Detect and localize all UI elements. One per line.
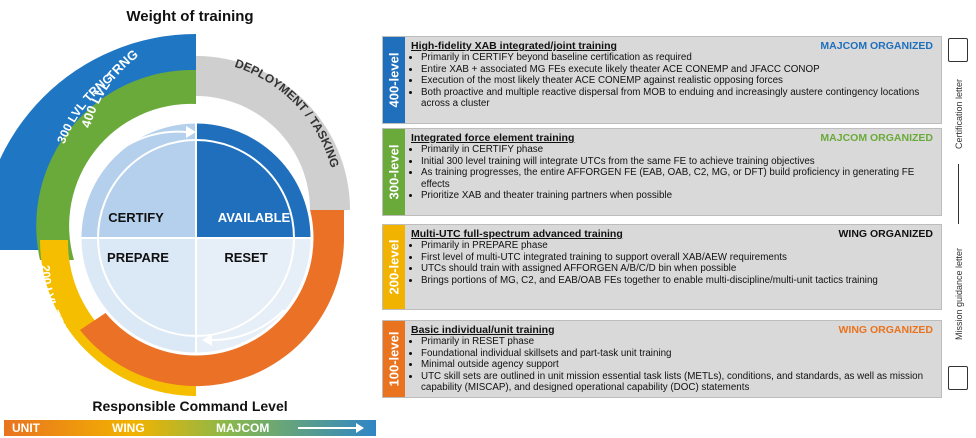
- level-title-200: Multi-UTC full-spectrum advanced trainin…: [411, 228, 623, 240]
- bullet: Primarily in RESET phase: [421, 336, 937, 348]
- bullet: Primarily in PREPARE phase: [421, 240, 937, 252]
- level-bullets-300: Primarily in CERTIFY phase Initial 300 l…: [405, 144, 937, 202]
- command-level-majcom: MAJCOM: [216, 421, 270, 435]
- weight-of-training-title: Weight of training: [126, 8, 254, 25]
- mission-guidance-letter-label: Mission guidance letter: [954, 247, 964, 341]
- bullet: Brings portions of MG, C2, and EAB/OAB F…: [421, 275, 937, 287]
- bullet: Foundational individual skillsets and pa…: [421, 348, 937, 360]
- command-level-bar: UNIT WING MAJCOM: [4, 420, 376, 436]
- certification-letter-label: Certification letter: [954, 78, 964, 150]
- level-side-200: 200-level: [383, 225, 405, 309]
- training-weight-diagram: Weight of training 400 LVL TRNG: [0, 0, 380, 438]
- bullet: UTC skill sets are outlined in unit miss…: [421, 371, 937, 394]
- level-side-400: 400-level: [383, 37, 405, 123]
- level-title-300: Integrated force element training: [411, 132, 575, 144]
- level-org-100: WING ORGANIZED: [838, 324, 934, 336]
- deployment-arc: [196, 56, 350, 210]
- cycle-arrow-top: [119, 130, 187, 151]
- level-bullets-200: Primarily in PREPARE phase First level o…: [405, 240, 937, 286]
- level-panel-300: 300-level Integrated force element train…: [382, 128, 942, 216]
- training-cycle-graphic: 400 LVL TRNG 300 LVL TRNG 200 LVL TRNG 1…: [0, 34, 350, 407]
- bullet: Entire XAB + associated MG FEs execute l…: [421, 64, 937, 76]
- quadrant-reset-label: RESET: [224, 250, 267, 265]
- level-side-100: 100-level: [383, 321, 405, 397]
- mission-guidance-document-icon: [948, 366, 968, 390]
- responsible-command-level-title: Responsible Command Level: [92, 398, 288, 414]
- level-panel-200: 200-level Multi-UTC full-spectrum advanc…: [382, 224, 942, 310]
- quadrant-available-label: AVAILABLE: [218, 210, 291, 225]
- letter-connector-line: [958, 164, 959, 224]
- quadrant-prepare-label: PREPARE: [107, 250, 169, 265]
- quadrant-available-bg: [196, 122, 312, 238]
- command-level-arrow-icon: [298, 423, 364, 433]
- bullet: Primarily in CERTIFY phase: [421, 144, 937, 156]
- bullet: Prioritize XAB and theater training part…: [421, 190, 937, 202]
- letters-column: Certification letter Mission guidance le…: [946, 34, 972, 396]
- command-level-unit: UNIT: [12, 421, 40, 435]
- level-bullets-100: Primarily in RESET phase Foundational in…: [405, 336, 937, 394]
- command-level-wing: WING: [112, 421, 145, 435]
- quadrant-reset-bg: [196, 238, 312, 354]
- level-title-100: Basic individual/unit training: [411, 324, 555, 336]
- bullet: UTCs should train with assigned AFFORGEN…: [421, 263, 937, 275]
- bullet: As training progresses, the entire AFFOR…: [421, 167, 937, 190]
- level-title-400: High-fidelity XAB integrated/joint train…: [411, 40, 617, 52]
- bullet: Minimal outside agency support: [421, 359, 937, 371]
- cycle-arrowhead-bottom: [202, 334, 212, 346]
- quadrant-certify-bg: [80, 122, 196, 238]
- bullet: Execution of the most likely theater ACE…: [421, 75, 937, 87]
- level-org-200: WING ORGANIZED: [838, 228, 934, 240]
- bullet: Initial 300 level training will integrat…: [421, 156, 937, 168]
- bullet: First level of multi-UTC integrated trai…: [421, 252, 937, 264]
- certification-document-icon: [948, 38, 968, 62]
- bullet: Both proactive and multiple reactive dis…: [421, 87, 937, 110]
- quadrant-prepare-bg: [80, 238, 196, 354]
- level-org-400: MAJCOM ORGANIZED: [820, 40, 933, 52]
- level-org-300: MAJCOM ORGANIZED: [820, 132, 933, 144]
- level-panel-400: 400-level High-fidelity XAB integrated/j…: [382, 36, 942, 124]
- quadrant-certify-label: CERTIFY: [108, 210, 164, 225]
- bullet: Primarily in CERTIFY beyond baseline cer…: [421, 52, 937, 64]
- level-panel-100: 100-level Basic individual/unit training…: [382, 320, 942, 398]
- level-bullets-400: Primarily in CERTIFY beyond baseline cer…: [405, 52, 937, 110]
- cycle-arrowhead-top: [186, 126, 196, 138]
- cycle-arrow-bottom: [209, 309, 285, 342]
- level-side-300: 300-level: [383, 129, 405, 215]
